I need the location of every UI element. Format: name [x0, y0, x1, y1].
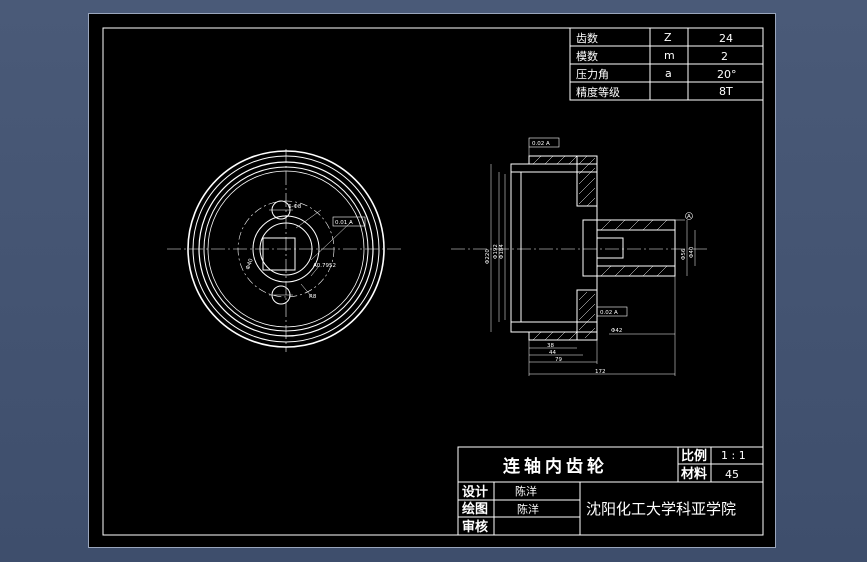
gear-row-3-symbol: a: [665, 67, 672, 80]
side-dim-79: 79: [555, 357, 562, 363]
gear-row-4-name: 精度等级: [576, 85, 620, 99]
side-dim-d184: Φ184: [499, 244, 505, 259]
material-label: 材料: [681, 466, 707, 482]
gear-row-2-name: 模数: [576, 50, 598, 63]
gear-row-2-symbol: m: [664, 49, 675, 62]
drawer-name: 陈洋: [517, 502, 539, 516]
gear-row-3-name: 压力角: [576, 68, 609, 81]
gear-row-1-value: 24: [719, 32, 733, 45]
front-dim-small-hole: 6-Φ8: [288, 204, 302, 210]
side-dim-172: 172: [595, 369, 606, 375]
side-dim-d220: Φ220: [485, 249, 491, 264]
side-tolerance-bottom: 0.02 A: [600, 310, 618, 316]
gear-parameter-table: [569, 27, 764, 101]
school-name: 沈阳化工大学科亚学院: [586, 500, 736, 518]
side-datum: A: [687, 214, 691, 220]
side-dim-d40: Φ40: [689, 246, 695, 258]
side-view: [451, 137, 709, 376]
scale-value: 1 : 1: [721, 449, 746, 462]
side-dim-d192: Φ192: [493, 244, 499, 259]
section-hatching: [532, 155, 668, 341]
side-dim-38: 38: [547, 343, 554, 349]
side-dim-44: 44: [549, 350, 556, 356]
design-label: 设计: [462, 484, 488, 500]
front-view: [167, 149, 401, 352]
side-tolerance-top: 0.02 A: [532, 141, 550, 147]
gear-row-2-value: 2: [721, 50, 728, 63]
front-dim-circle: Φ40: [245, 258, 255, 271]
draw-label: 绘图: [462, 501, 488, 517]
drawing-border: [102, 27, 764, 536]
designer-name: 陈洋: [515, 484, 537, 498]
scale-label: 比例: [681, 448, 707, 464]
part-name: 连轴内齿轮: [503, 456, 608, 477]
side-dim-d42: Φ42: [611, 328, 622, 334]
front-dim-r: R8: [309, 294, 317, 300]
gear-row-4-value: 8T: [719, 85, 733, 98]
cad-drawing: 齿数 Z 24 模数 m 2 压力角 a 20° 精度等级 8T: [102, 27, 764, 536]
review-label: 审核: [462, 519, 488, 535]
title-block: [457, 446, 764, 536]
gear-row-1-symbol: Z: [664, 31, 672, 44]
gear-row-3-value: 20°: [717, 68, 737, 81]
side-dim-d56: Φ56: [681, 248, 687, 260]
material-value: 45: [725, 468, 739, 481]
front-tolerance-frame: 0.01 A: [335, 220, 353, 226]
gear-row-1-name: 齿数: [576, 32, 598, 45]
drawing-viewport[interactable]: 齿数 Z 24 模数 m 2 压力角 a 20° 精度等级 8T: [88, 13, 776, 548]
front-dim-keyway: A0.7952: [313, 263, 336, 269]
